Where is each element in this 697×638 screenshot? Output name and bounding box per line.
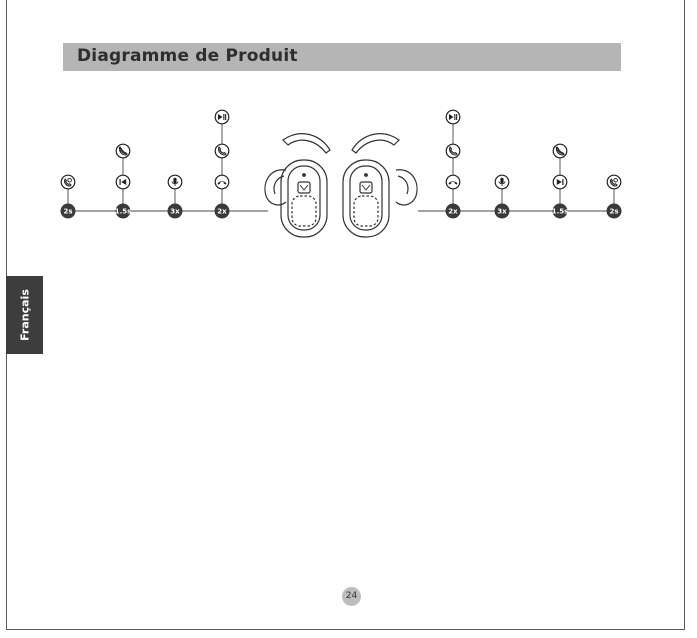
previous-track-icon bbox=[115, 174, 131, 190]
badge-left-2-label: 1.5s bbox=[115, 208, 132, 216]
badge-right-4: 2s bbox=[606, 203, 622, 219]
next-track-icon bbox=[552, 174, 568, 190]
left-earbud-illustration bbox=[264, 133, 331, 238]
phone-answer-icon bbox=[606, 174, 622, 190]
badge-right-3: 1.5s bbox=[552, 203, 569, 219]
badge-left-1: 2s bbox=[60, 203, 76, 219]
phone-reject-icon bbox=[115, 143, 131, 159]
phone-answer-icon bbox=[60, 174, 76, 190]
phone-hangup-icon bbox=[214, 174, 230, 190]
phone-reject-icon bbox=[552, 143, 568, 159]
play-pause-icon bbox=[214, 109, 230, 125]
right-earbud-illustration bbox=[342, 133, 418, 238]
left-controls: 2s 1.5s 3x 2x bbox=[60, 109, 268, 219]
badge-left-1-label: 2s bbox=[63, 208, 72, 216]
badge-right-1: 2x bbox=[445, 203, 461, 219]
badge-left-4: 2x bbox=[214, 203, 230, 219]
right-controls: 2x 3x 1.5s 2s bbox=[418, 109, 622, 219]
play-pause-icon bbox=[445, 109, 461, 125]
badge-right-2: 3x bbox=[494, 203, 510, 219]
phone-answer-icon bbox=[214, 143, 230, 159]
phone-hangup-icon bbox=[445, 174, 461, 190]
language-tab: Français bbox=[6, 276, 43, 354]
microphone-icon bbox=[494, 174, 510, 190]
badge-left-3: 3x bbox=[167, 203, 183, 219]
badge-right-2-label: 3x bbox=[497, 208, 507, 216]
badge-right-1-label: 2x bbox=[448, 208, 458, 216]
badge-left-4-label: 2x bbox=[217, 208, 227, 216]
microphone-icon bbox=[167, 174, 183, 190]
badge-left-3-label: 3x bbox=[170, 208, 180, 216]
page-number: 24 bbox=[342, 587, 361, 606]
badge-right-4-label: 2s bbox=[609, 208, 618, 216]
section-header: Diagramme de Produit bbox=[63, 43, 621, 71]
badge-left-2: 1.5s bbox=[115, 203, 132, 219]
badge-right-3-label: 1.5s bbox=[552, 208, 569, 216]
page-title: Diagramme de Produit bbox=[77, 46, 298, 66]
phone-answer-icon bbox=[445, 143, 461, 159]
